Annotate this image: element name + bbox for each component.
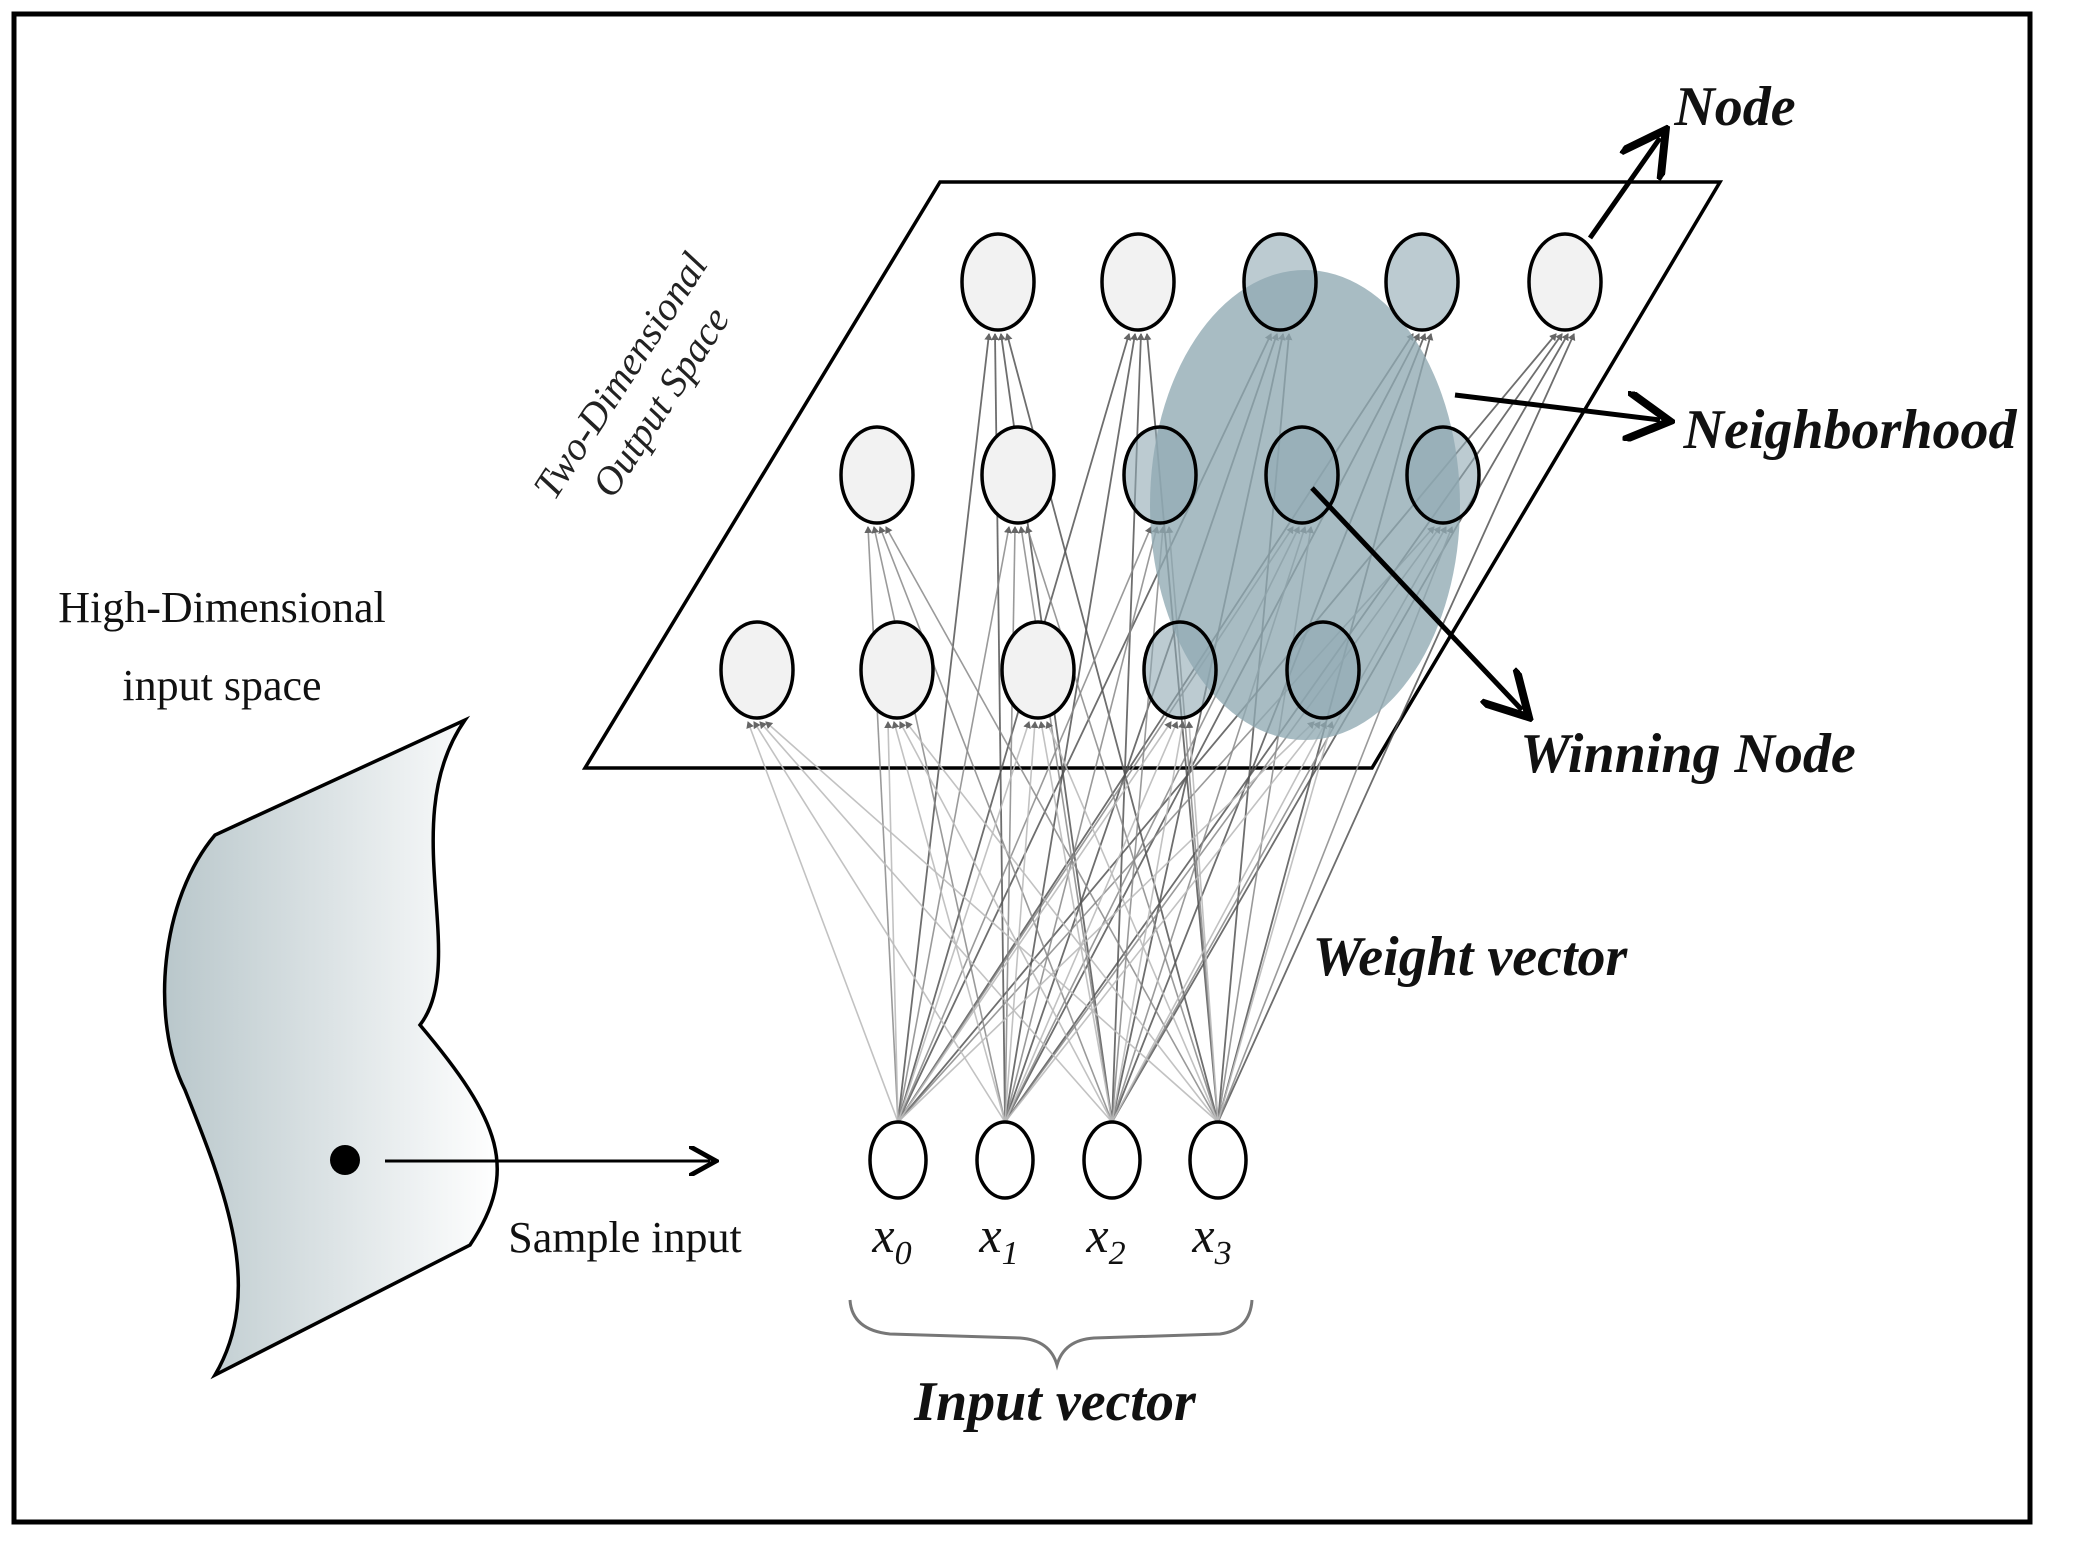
node-arrow [1587,138,1660,240]
weight-line [1025,526,1219,1123]
output-node [1100,232,1176,332]
weight-line [891,721,1006,1123]
winning-node-arrow [1310,486,1522,710]
output-node [839,425,915,525]
input-node [975,1120,1035,1200]
input-space-sheet [162,715,499,1380]
output-node [719,620,795,720]
weight-line [884,721,899,1123]
weight-line [1111,526,1167,1123]
weight-line [1185,721,1219,1123]
weight-line [759,721,1113,1123]
weight-line [1004,721,1321,1123]
output-node [1000,620,1076,720]
winning-node [1264,425,1340,525]
weight-line [765,721,1219,1123]
input-node-label: x1 [978,1207,1018,1272]
input-node [1082,1120,1142,1200]
input-node [1188,1120,1248,1200]
input-node-label: x2 [1085,1207,1125,1272]
neighborhood-arrow [1454,395,1660,420]
weight-line [1004,721,1039,1123]
input-nodes: x0 x1 x2 x3 [868,1120,1248,1272]
weight-line [1217,721,1335,1123]
weight-line [1004,721,1179,1123]
output-node [1122,425,1198,525]
sample-point [330,1145,360,1175]
output-node [859,620,935,720]
weight-line [897,721,1315,1123]
input-node-label: x3 [1191,1207,1231,1272]
sample-input-label: Sample input [508,1213,741,1262]
neighborhood-label: Neighborhood [1683,399,2018,461]
weight-line [746,721,899,1123]
weight-line [1111,721,1186,1123]
weight-line [1217,333,1576,1123]
input-node-label: x0 [871,1207,911,1272]
output-node [1285,620,1361,720]
high-dim-label-line2: input space [122,661,321,710]
weight-line [753,721,1006,1123]
output-node [1142,620,1218,720]
weight-line [897,333,1132,1123]
output-node [960,232,1036,332]
weight-line [897,526,1153,1123]
output-node [1384,232,1460,332]
output-node [1242,232,1318,332]
input-vector-label: Input vector [913,1371,1197,1433]
weight-line [1111,721,1327,1123]
weight-line [899,721,1113,1123]
weight-vector-label: Weight vector [1313,926,1629,988]
output-node [980,425,1056,525]
weight-line [905,721,1219,1123]
weight-line [1004,526,1160,1123]
high-dim-label-line1: High-Dimensional [58,583,386,632]
input-node [868,1120,928,1200]
weight-line [885,526,1219,1123]
weight-line [897,333,993,1123]
weight-line [897,721,1031,1123]
node-label: Node [1673,76,1795,138]
weight-line [1017,526,1113,1123]
output-node [1405,425,1481,525]
weight-line [897,721,1172,1123]
weight-line [1038,721,1113,1123]
winning-node-label: Winning Node [1520,723,1856,785]
weight-line [1045,721,1219,1123]
weight-line [1004,526,1019,1123]
output-node [1527,232,1603,332]
output-nodes [719,232,1603,720]
outer-border [11,11,2033,1525]
input-vector-brace [848,1299,1254,1371]
output-plane [581,180,1724,770]
weight-line [1004,333,1138,1123]
